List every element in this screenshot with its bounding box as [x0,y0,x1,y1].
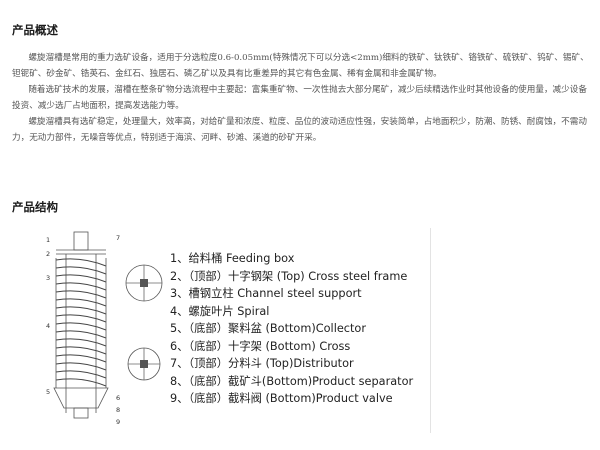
product-valve-drawing [73,407,89,419]
structure-figure: 1 2 3 4 5 6 7 8 9 [16,228,431,433]
overview-paragraph-3: 螺旋溜槽具有选矿稳定，处理量大，效率高，对给矿量和浓度、粒度、品位的波动适应性强… [12,117,587,143]
callout-1: 1 [46,236,50,244]
legend-item-top-distributor: 7、（顶部）分料斗 (Top)Distributor [170,357,354,370]
structure-title: 产品结构 [12,200,58,214]
spiral-chute-diagram: 1 2 3 4 5 6 7 8 9 [46,231,163,426]
top-cross-detail-drawing [125,264,163,302]
legend-item-spiral: 4、螺旋叶片 Spiral [170,304,270,318]
overview-paragraph-1: 螺旋溜槽是常用的重力选矿设备，适用于分选粒度0.6-0.05mm(特殊情况下可以… [12,53,589,79]
collector-drawing [53,387,109,409]
legend-item-top-cross-steel-frame: 2、（顶部）十字钢架 (Top) Cross steel frame [170,269,408,283]
callout-8: 8 [116,406,120,414]
legend-item-bottom-product-separator: 8、（底部）截矿斗(Bottom)Product separator [170,374,414,388]
overview-description: 螺旋溜槽是常用的重力选矿设备，适用于分选粒度0.6-0.05mm(特殊情况下可以… [12,50,590,146]
overview-title: 产品概述 [12,23,58,37]
legend-item-bottom-cross: 6、（底部）十字架 (Bottom) Cross [170,339,351,353]
legend-item-feeding-box: 1、给料桶 Feeding box [170,252,295,265]
bottom-cross-detail-drawing [127,347,161,381]
structure-legend: 1、给料桶 Feeding box 2、（顶部）十字钢架 (Top) Cross… [170,250,413,408]
legend-item-channel-steel-support: 3、槽钢立柱 Channel steel support [170,287,362,300]
spiral-blades-drawing [55,258,107,387]
callout-5: 5 [46,388,50,396]
overview-paragraph-2: 随着选矿技术的发展，溜槽在整条矿物分选流程中主要起：富集重矿物、一次性抛去大部分… [12,85,587,111]
legend-item-bottom-collector: 5、（底部）聚料盆 (Bottom)Collector [170,322,366,335]
callout-3: 3 [46,274,50,282]
feeding-box-drawing [73,231,89,251]
callout-9: 9 [116,418,120,426]
callout-7: 7 [116,234,120,242]
legend-item-bottom-product-valve: 9、（底部）截料阀 (Bottom)Product valve [170,392,393,405]
callout-2: 2 [46,250,50,258]
callout-6: 6 [116,394,120,402]
callout-4: 4 [46,322,50,330]
